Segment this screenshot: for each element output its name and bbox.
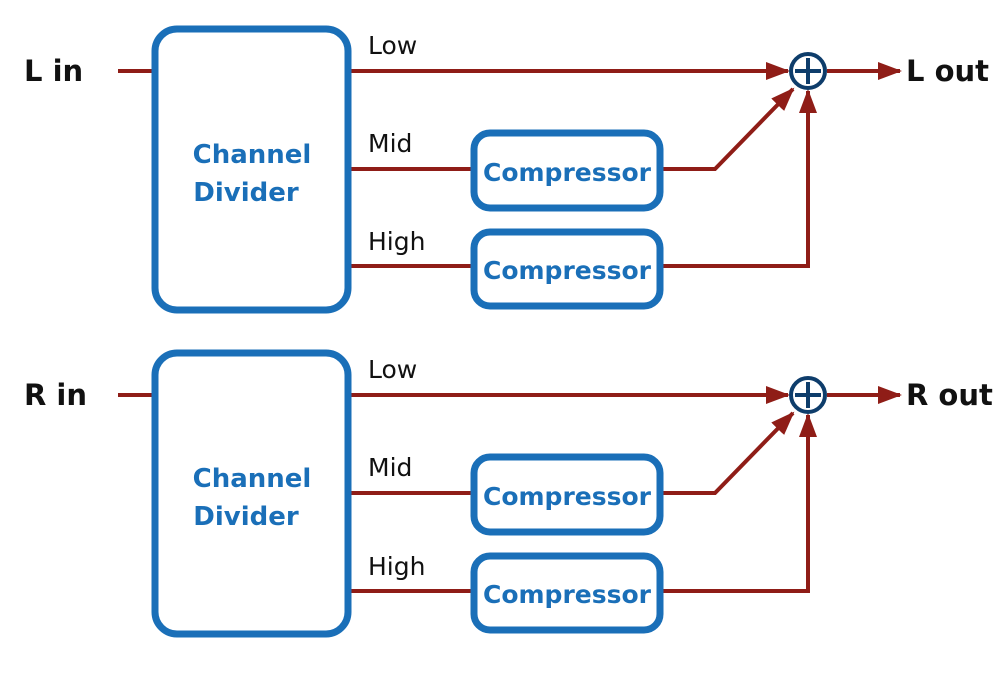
left-high-compressor-label: Compressor <box>483 256 652 285</box>
left-low-band-label: Low <box>368 31 417 60</box>
right-mid-return-line <box>662 411 795 495</box>
right-channel: R in R out Low Mid High Channel Divider … <box>24 349 993 638</box>
right-mid-compressor-block <box>470 453 664 536</box>
right-mid-compressor-label: Compressor <box>483 482 652 511</box>
right-divider-label-line1: Channel <box>193 464 312 494</box>
right-output-label: R out <box>906 378 993 412</box>
left-mid-compressor-label: Compressor <box>483 158 652 187</box>
left-high-compressor-block <box>470 228 664 310</box>
right-high-compressor-label: Compressor <box>483 580 652 609</box>
right-low-band-label: Low <box>368 355 417 384</box>
right-channel-divider-block <box>151 349 352 638</box>
left-mid-compressor-block <box>470 129 664 212</box>
left-mid-return-line <box>662 87 795 171</box>
left-input-label: L in <box>24 54 83 88</box>
left-high-band-label: High <box>368 227 425 256</box>
left-channel-divider-block <box>151 25 352 314</box>
right-high-compressor-block <box>470 552 664 634</box>
right-high-band-label: High <box>368 552 425 581</box>
left-channel: L in L out Low Mid High Channel Divider … <box>24 25 989 314</box>
right-divider-label-line2: Divider <box>193 502 299 532</box>
left-divider-label-line1: Channel <box>193 140 312 170</box>
left-divider-label-line2: Divider <box>193 178 299 208</box>
left-high-return-line <box>662 89 817 268</box>
right-high-return-line <box>662 413 817 593</box>
right-input-label: R in <box>24 378 87 412</box>
left-mid-band-label: Mid <box>368 129 412 158</box>
left-output-label: L out <box>906 54 989 88</box>
left-summing-node-icon <box>789 52 827 90</box>
right-summing-node-icon <box>789 376 827 414</box>
right-mid-band-label: Mid <box>368 453 412 482</box>
